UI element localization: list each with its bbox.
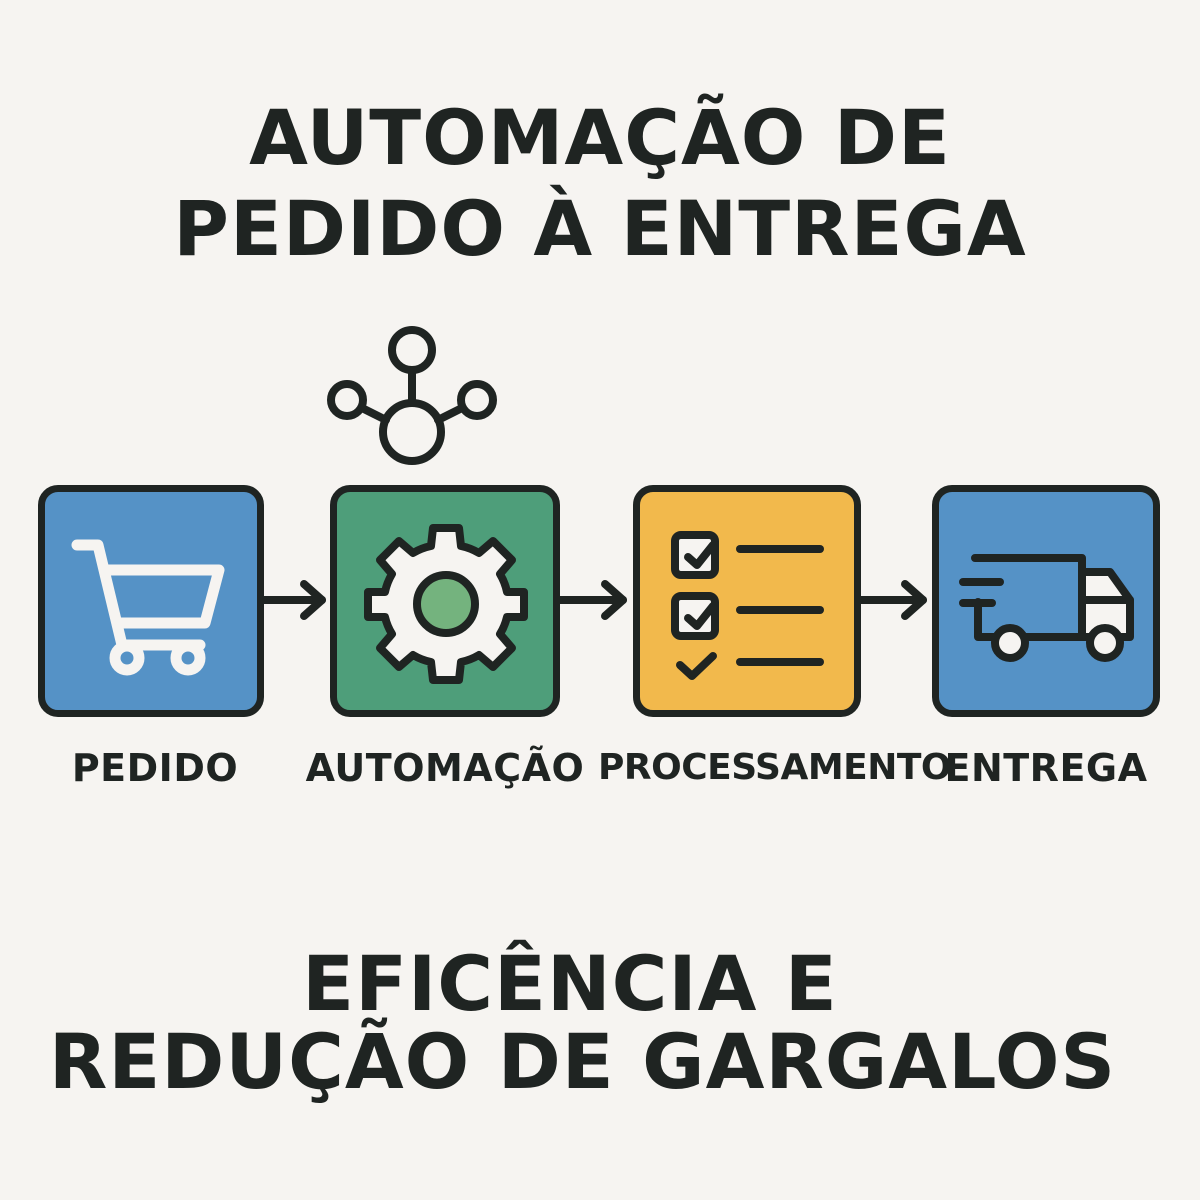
checklist-icon (671, 531, 824, 680)
stage-label-automacao: AUTOMAÇÃO (305, 746, 585, 790)
arrow-right-icon (859, 580, 927, 620)
footer-title-line-2: REDUÇÃO DE GARGALOS (48, 1017, 1117, 1106)
footer-title: EFICÊNCIA E REDUÇÃO DE GARGALOS (0, 939, 1200, 1100)
stage-pedido (38, 485, 264, 717)
gear-icon (364, 524, 528, 684)
stage-processamento (633, 485, 861, 717)
arrow-right-icon (558, 580, 627, 620)
stage-label-pedido: PEDIDO (71, 746, 239, 790)
network-hub-icon (320, 320, 510, 470)
footer-title-line-1: EFICÊNCIA E (302, 939, 838, 1028)
stage-entrega (932, 485, 1160, 717)
delivery-truck-icon (959, 554, 1134, 662)
main-title: AUTOMAÇÃO DE PEDIDO À ENTREGA (0, 100, 1200, 270)
stage-label-processamento: PROCESSAMENTO (598, 747, 952, 788)
arrow-right-icon (262, 580, 326, 620)
stage-label-entrega: ENTREGA (944, 746, 1148, 790)
stage-automacao (330, 485, 560, 717)
main-title-line-1: AUTOMAÇÃO DE (249, 93, 951, 182)
shopping-cart-icon (71, 539, 225, 676)
main-title-line-2: PEDIDO À ENTREGA (173, 184, 1027, 273)
